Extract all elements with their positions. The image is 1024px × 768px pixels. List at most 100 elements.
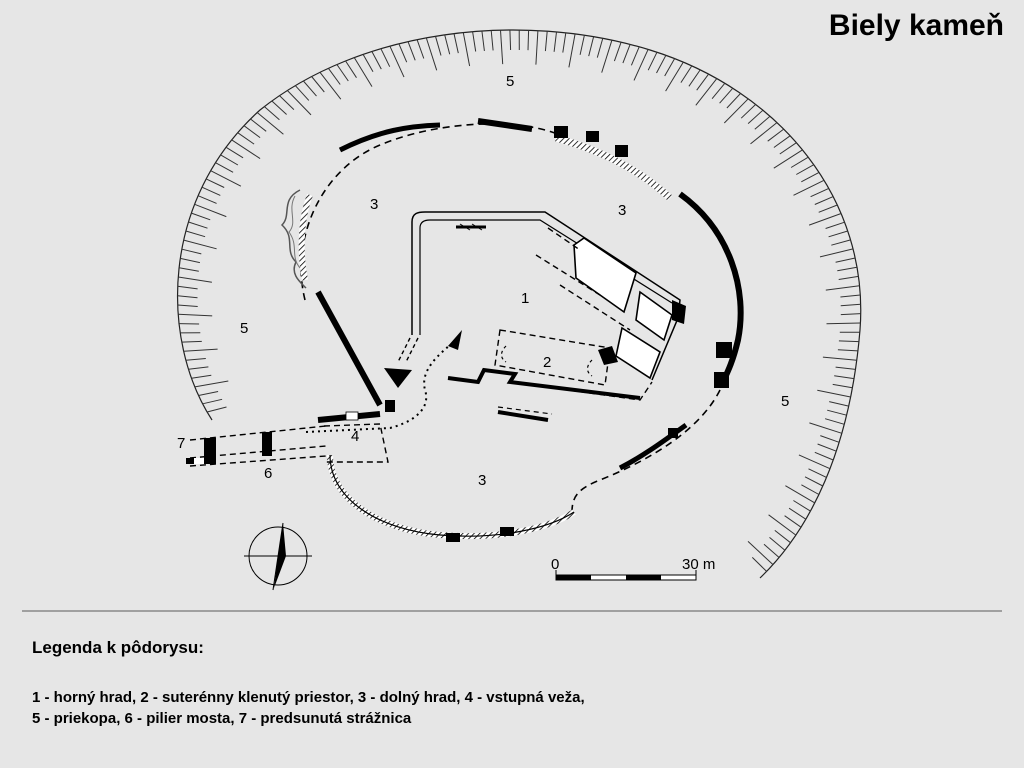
moat-hachure-tick xyxy=(544,31,548,52)
lower-castle-wall-se xyxy=(618,422,688,471)
moat-hachure-tick xyxy=(747,109,764,124)
moat-hachure-tick xyxy=(215,162,234,173)
bridge-pillar xyxy=(262,432,272,456)
moat-hachure-tick xyxy=(535,30,539,65)
upper-castle-rooms xyxy=(573,237,673,380)
entrance-arrow-head xyxy=(448,330,462,350)
moat-hachure-tick xyxy=(769,537,786,551)
lower-castle-wall-west-hatched xyxy=(298,193,313,281)
lower-castle-wall-se-dashed xyxy=(571,389,721,513)
moat-hachure-tick xyxy=(832,383,853,389)
moat-hachure-tick xyxy=(796,164,815,175)
moat-hachure-tick xyxy=(814,196,834,205)
moat-hachure-tick xyxy=(425,37,438,71)
moat-hachure-tick xyxy=(371,51,382,70)
moat-hachure-tick xyxy=(835,257,856,263)
label-vstupna-veza: 4 xyxy=(351,428,359,445)
moat-hachure-tick xyxy=(773,149,803,169)
lower-castle-wall-north xyxy=(338,122,441,153)
moat-hachure-tick xyxy=(751,557,767,572)
moat-hachure-tick xyxy=(231,139,261,160)
moat-hachure-tick xyxy=(181,340,202,343)
moat-hachure-tick xyxy=(225,146,244,159)
moat-hachure-tick xyxy=(481,30,485,51)
moat-hachure-tick xyxy=(178,313,213,317)
moat-hachure-tick xyxy=(435,36,442,56)
moat-hachure-tick xyxy=(801,484,820,495)
moat-hachure-tick xyxy=(380,48,391,67)
moat-hachure-tick xyxy=(256,112,284,135)
moat-hachure-tick xyxy=(553,31,557,52)
moat-hachure-tick xyxy=(303,80,317,97)
moat-hachure-tick xyxy=(472,31,477,52)
moat-hachure-tick xyxy=(726,93,741,109)
moat-hachure-tick xyxy=(665,61,684,92)
moat-hachure-tick xyxy=(826,322,861,325)
moat-hachure-tick xyxy=(818,204,838,213)
moat-hachure-tick xyxy=(194,203,227,218)
moat-hachure-tick xyxy=(801,171,820,183)
moat-hachure-tick xyxy=(237,132,255,145)
moat-hachure-tick xyxy=(178,276,212,283)
lower-castle-wall-west xyxy=(315,290,383,407)
moat-hachure-tick xyxy=(647,51,658,71)
moat-hachure-tick xyxy=(201,186,221,196)
moat-hachure-tick xyxy=(820,435,840,443)
label-pilier-mosta: 6 xyxy=(264,465,272,482)
label-priekopa-w: 5 xyxy=(240,320,248,337)
moat-hachure-tick xyxy=(490,30,494,51)
moat-hachure-tick xyxy=(177,285,198,290)
upper-castle-hatch-mark-2 xyxy=(459,223,483,231)
moat-hachure-tick xyxy=(177,304,198,307)
moat-hachure-tick xyxy=(179,267,199,272)
lower-castle-wall-east xyxy=(678,191,744,386)
moat-hachure-tick xyxy=(416,39,425,59)
moat-hachure-tick xyxy=(804,476,824,487)
moat-hachure-tick xyxy=(287,90,312,116)
moat-hachure-tick xyxy=(188,366,209,370)
label-priekopa-e: 5 xyxy=(781,393,789,410)
lower-castle-wall-dashed xyxy=(300,123,561,301)
moat-hachure-tick xyxy=(773,135,791,148)
moat-hachure-tick xyxy=(206,406,227,413)
moat-hachure-tick xyxy=(790,156,809,168)
moat-hachure-tick xyxy=(362,54,374,73)
moat-hachure-tick xyxy=(500,30,504,65)
moat-hachure-tick xyxy=(808,213,842,226)
moat-hachure-tick xyxy=(838,275,859,280)
moat-hachure-tick xyxy=(185,358,206,361)
rock-outcrop-2 xyxy=(288,195,301,269)
moat-hachure-tick xyxy=(205,178,225,188)
fragment-wall xyxy=(497,410,549,422)
moat-hachure-tick xyxy=(185,230,206,238)
cellar-lower-dashed xyxy=(509,381,653,401)
moat-hachure-tick xyxy=(774,530,791,544)
label-suterenny-priestor: 2 xyxy=(543,354,551,371)
moat-hachure-tick xyxy=(264,106,280,121)
moat-hachure-tick xyxy=(198,391,219,396)
moat-hachure-tick xyxy=(202,398,223,405)
moat-hachure-tick xyxy=(336,64,349,82)
moat-hachure-tick xyxy=(177,295,198,299)
moat-hachure-tick xyxy=(750,122,778,145)
ramp-arrow xyxy=(397,337,419,363)
moat-hachure-tick xyxy=(784,515,802,528)
moat-hachure-tick xyxy=(568,33,576,68)
moat-outer-edge xyxy=(177,29,862,579)
moat-hachure-tick xyxy=(509,29,512,51)
moat-hachure-tick xyxy=(311,76,325,93)
moat-hachure-tick xyxy=(613,42,622,62)
scale-bar-start: 0 xyxy=(551,556,559,573)
castle-ground-plan: 0 30 m 1 2 3 3 3 4 5 5 5 6 7 xyxy=(177,29,862,591)
cellar-arcs xyxy=(500,345,593,377)
moat-hachure-tick xyxy=(527,30,530,51)
buttresses xyxy=(385,126,732,542)
fragment-wall-dashed xyxy=(497,406,553,415)
moat-hachure-tick xyxy=(779,142,797,155)
moat-hachure-tick xyxy=(840,294,861,298)
moat-hachure-tick xyxy=(562,32,567,53)
north-arrow-icon xyxy=(244,522,312,591)
upper-castle-corner xyxy=(672,300,686,324)
moat-hachure-tick xyxy=(788,507,807,520)
moat-hachure-tick xyxy=(664,58,676,77)
